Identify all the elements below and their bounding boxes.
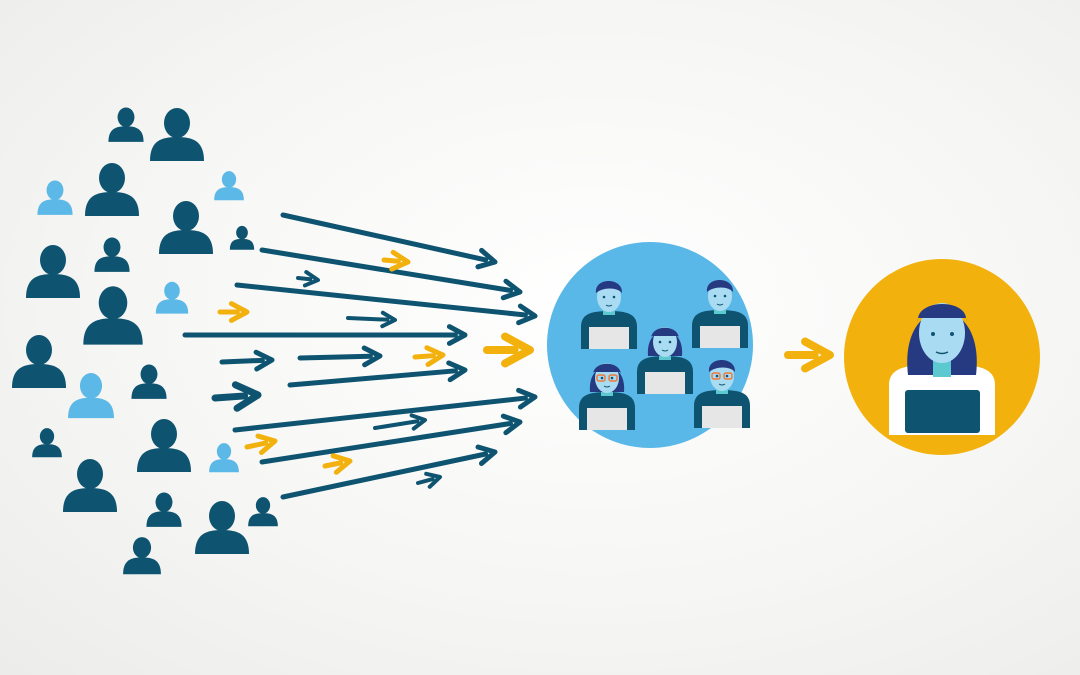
person-icon (248, 497, 278, 527)
person-icon (108, 107, 144, 142)
person-icon (131, 364, 167, 399)
arrows (182, 212, 834, 500)
eye (950, 332, 954, 336)
eye (931, 332, 935, 336)
person-icon (209, 443, 239, 473)
mouth (935, 351, 949, 355)
arrow-icon (373, 413, 427, 431)
yellow-arrow-icon (217, 301, 250, 323)
face (597, 282, 621, 312)
team-member (581, 281, 637, 349)
arrow-icon (259, 247, 523, 301)
team-member (637, 327, 693, 394)
glasses-icon (723, 372, 733, 380)
arrow-icon (219, 349, 275, 372)
glasses-icon (596, 374, 606, 382)
arrow-icon (232, 387, 538, 433)
laptop-icon (645, 372, 685, 394)
person-icon (137, 419, 191, 472)
glasses-icon (608, 374, 618, 382)
arrow-icon (346, 310, 397, 329)
person-icon (63, 459, 117, 512)
person-icon (146, 492, 182, 527)
group-circle (547, 242, 753, 448)
hair (651, 327, 679, 339)
arrow-icon (416, 471, 442, 489)
laptop-icon (587, 408, 627, 430)
laptop-icon (905, 390, 980, 433)
team-member (579, 363, 635, 430)
team-member (692, 280, 748, 348)
person-icon (123, 537, 161, 575)
person-icon (155, 281, 189, 314)
yellow-arrow-icon (483, 332, 534, 368)
yellow-arrow-icon (244, 433, 278, 455)
person-icon (214, 171, 244, 201)
arrow-icon (211, 381, 262, 412)
team-member (694, 360, 750, 428)
person-icon (37, 180, 73, 215)
person-icon (83, 286, 143, 345)
hair (595, 281, 623, 293)
bangs (917, 304, 967, 322)
person-icon (26, 245, 80, 298)
person-icon (32, 428, 62, 458)
arrow-icon (296, 270, 320, 288)
laptop-icon (702, 406, 742, 428)
arrow-icon (280, 444, 498, 500)
hair (593, 363, 621, 375)
laptop-icon (700, 326, 740, 348)
target-person-circle (844, 259, 1040, 455)
hair (706, 280, 734, 292)
arrow-icon (287, 360, 468, 388)
arrow-icon (259, 413, 523, 465)
yellow-arrow-icon (381, 249, 411, 272)
person-icon (68, 373, 114, 419)
yellow-arrow-icon (784, 337, 834, 373)
yellow-arrow-icon (322, 453, 353, 475)
face (710, 361, 734, 391)
person-icon (85, 163, 139, 216)
arrow-icon (182, 324, 468, 346)
hair (708, 360, 736, 372)
person-icon (159, 201, 213, 254)
yellow-arrow-icon (412, 345, 446, 367)
crowd (12, 107, 278, 575)
person-icon (12, 335, 66, 388)
person-icon (229, 225, 255, 250)
arrow-icon (297, 345, 383, 368)
glasses-icon (711, 372, 721, 380)
person-icon (150, 108, 204, 161)
arrow-icon (280, 212, 498, 270)
face (708, 281, 732, 311)
person-icon (94, 237, 130, 272)
arrow-icon (234, 282, 538, 326)
laptop-icon (589, 327, 629, 349)
person-icon (195, 501, 249, 554)
